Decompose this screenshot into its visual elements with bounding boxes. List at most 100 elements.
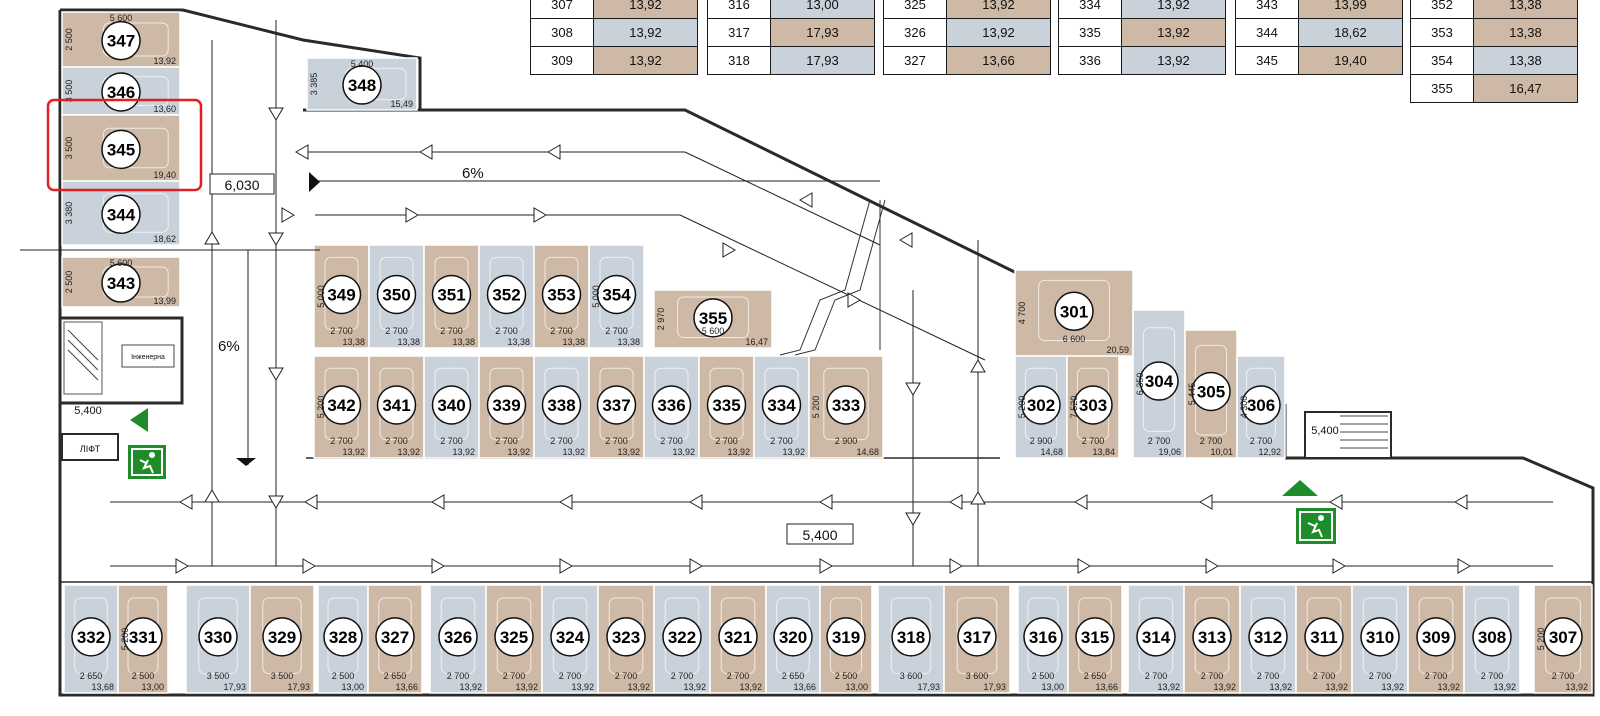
space-number-badge bbox=[826, 617, 866, 657]
space-width-dimension: 2 700 bbox=[671, 671, 694, 681]
direction-arrow-icon bbox=[268, 232, 284, 246]
direction-arrow-icon bbox=[799, 192, 813, 208]
direction-arrow-icon bbox=[1454, 494, 1468, 510]
space-number-badge bbox=[1136, 617, 1176, 657]
direction-arrow-icon bbox=[689, 494, 703, 510]
direction-arrow-icon bbox=[1205, 558, 1219, 574]
direction-arrow-icon bbox=[819, 558, 833, 574]
space-area: 20,59 bbox=[1106, 345, 1129, 355]
direction-arrow-icon bbox=[689, 558, 703, 574]
area-table-space-area: 13,92 bbox=[593, 0, 698, 19]
space-number: 355 bbox=[699, 309, 727, 328]
space-number-badge bbox=[1023, 617, 1063, 657]
space-number-badge bbox=[1191, 371, 1231, 412]
space-number-badge bbox=[101, 72, 141, 112]
space-depth-dimension: 4 300 bbox=[1239, 396, 1249, 419]
space-area: 13,92 bbox=[571, 682, 594, 692]
space-number-badge bbox=[486, 274, 527, 315]
area-table-space-number: 326 bbox=[883, 18, 947, 47]
direction-arrow-icon bbox=[819, 494, 833, 510]
space-area: 13,92 bbox=[627, 682, 650, 692]
space-width-dimension: 5 600 bbox=[702, 326, 725, 336]
space-area: 17,93 bbox=[287, 682, 310, 692]
space-number: 350 bbox=[382, 285, 410, 304]
space-depth-dimension: 5 000 bbox=[316, 285, 326, 308]
space-number-badge bbox=[773, 617, 813, 657]
lane-arrows bbox=[175, 107, 1471, 574]
space-number-badge bbox=[431, 274, 472, 315]
space-depth-dimension: 5 200 bbox=[120, 628, 130, 651]
emergency-exit-icon bbox=[128, 445, 166, 479]
ramp-slope-top: 6% bbox=[462, 165, 484, 182]
space-area: 10,01 bbox=[1210, 447, 1233, 457]
space-width-dimension: 2 700 bbox=[1369, 671, 1392, 681]
space-depth-dimension: 5 200 bbox=[316, 396, 326, 419]
direction-arrow-icon bbox=[295, 144, 309, 160]
area-table-space-area: 19,40 bbox=[1298, 46, 1403, 75]
direction-arrow-icon bbox=[905, 382, 921, 396]
space-number: 354 bbox=[602, 285, 631, 304]
space-width-dimension: 3 500 bbox=[271, 671, 294, 681]
